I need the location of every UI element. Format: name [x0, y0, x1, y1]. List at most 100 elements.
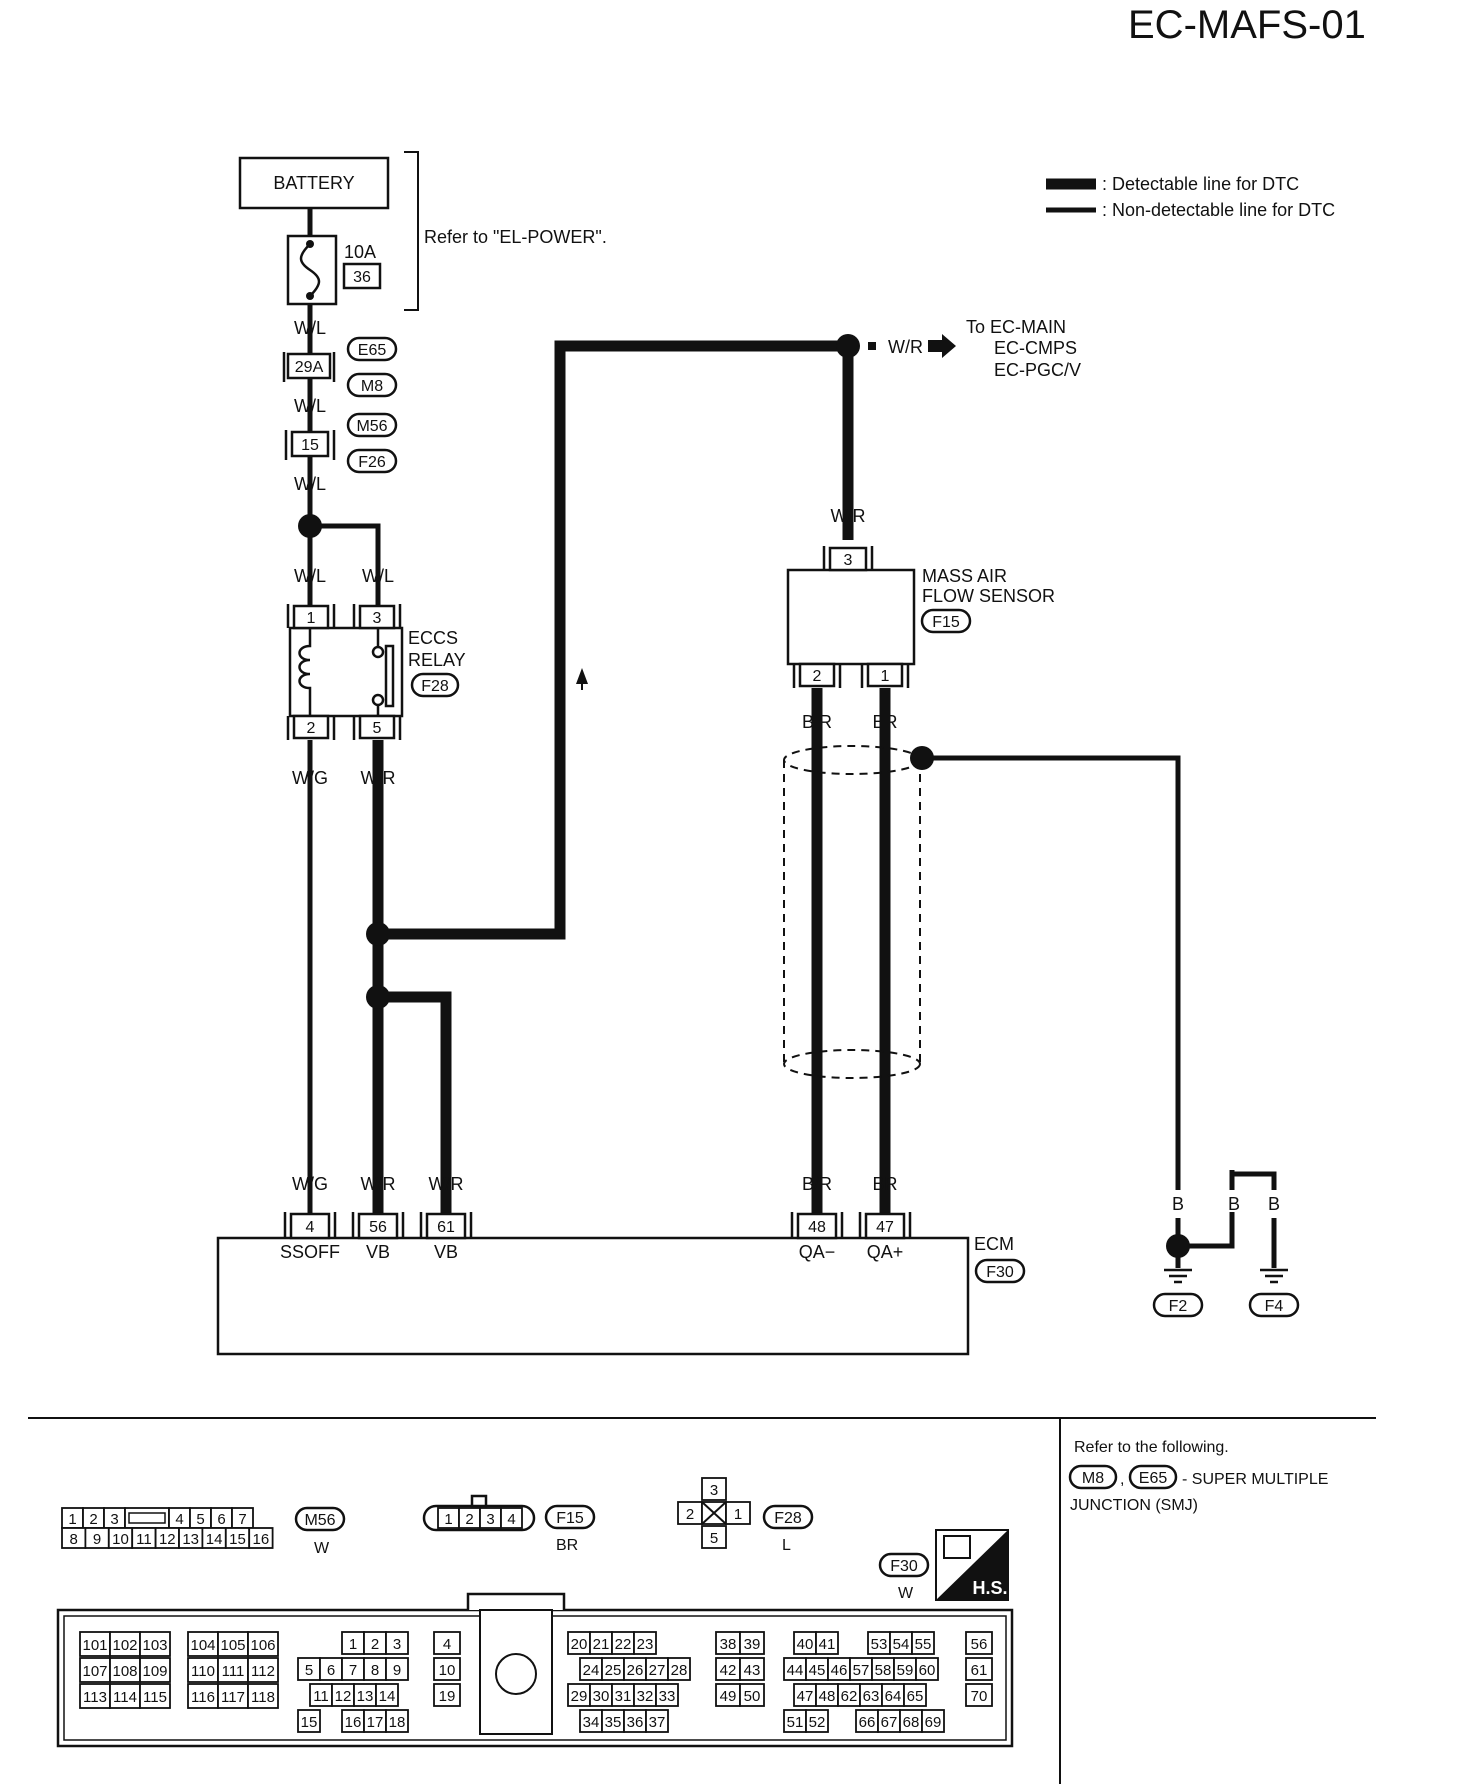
connector-pin: 38	[720, 1636, 737, 1653]
svg-text:F4: F4	[1265, 1298, 1284, 1315]
connector-pin: 39	[744, 1636, 761, 1653]
svg-text:M56: M56	[356, 418, 387, 435]
connector-pin: 54	[893, 1636, 910, 1653]
battery-box	[238, 156, 390, 210]
svg-text:QA−: QA−	[799, 1242, 836, 1262]
connector-pin: 37	[649, 1714, 666, 1731]
connector-pin: 1	[68, 1511, 76, 1528]
connector-pin: 2	[465, 1511, 473, 1528]
connector-pin: 47	[797, 1688, 814, 1705]
connector-pin: 2	[89, 1511, 97, 1528]
svg-text:48: 48	[808, 1219, 826, 1236]
ecm-label: ECM	[974, 1234, 1014, 1254]
connector-pin: 15	[229, 1531, 246, 1548]
conn-m56	[346, 412, 398, 438]
conn-f30	[974, 1258, 1026, 1284]
fuse-icon	[299, 243, 321, 297]
svg-text:F2: F2	[1169, 1298, 1188, 1315]
connector-pin: 12	[159, 1531, 176, 1548]
connector-pin: 3	[710, 1482, 718, 1499]
connector-pin: 4	[175, 1511, 183, 1528]
connector-pin: 9	[93, 1531, 101, 1548]
connector-pin: 105	[220, 1637, 245, 1654]
connector-pin: 45	[809, 1662, 826, 1679]
svg-text:- SUPER MULTIPLE: - SUPER MULTIPLE	[1182, 1471, 1328, 1488]
connector-pin: 104	[190, 1637, 215, 1654]
conn-e65	[346, 336, 398, 362]
svg-text:,: ,	[1120, 1471, 1124, 1488]
svg-text:F30: F30	[890, 1558, 918, 1575]
connector-pin: 114	[113, 1689, 137, 1706]
svg-text:W/R: W/R	[831, 506, 866, 526]
svg-text:4: 4	[306, 1219, 315, 1236]
svg-text:W/L: W/L	[294, 396, 326, 416]
svg-text:W/R: W/R	[361, 1174, 396, 1194]
connector-pin: 2	[686, 1506, 694, 1523]
relay-coil-icon	[298, 628, 312, 716]
connector-pin: 65	[907, 1688, 924, 1705]
connector-pin: 53	[871, 1636, 888, 1653]
svg-text:F28: F28	[421, 678, 449, 695]
connector-pin: 20	[571, 1636, 588, 1653]
connector-pin: 14	[206, 1531, 223, 1548]
connector-pin: 28	[671, 1662, 688, 1679]
connector-pin: 24	[583, 1662, 600, 1679]
maf-label-2: FLOW SENSOR	[922, 586, 1055, 606]
connector-pin: 115	[143, 1689, 167, 1706]
connector-pin: 68	[903, 1714, 920, 1731]
battery-label: BATTERY	[273, 173, 354, 193]
connector-pin: 27	[649, 1662, 666, 1679]
svg-text:56: 56	[369, 1219, 387, 1236]
connector-pin: 51	[787, 1714, 804, 1731]
connector-pin: 29	[571, 1688, 588, 1705]
svg-text:1: 1	[307, 610, 316, 627]
conn-f26	[346, 448, 398, 474]
svg-text:W/L: W/L	[294, 566, 326, 586]
connector-pin: 102	[112, 1637, 137, 1654]
connector-pin: 32	[637, 1688, 654, 1705]
svg-text:1: 1	[881, 668, 890, 685]
refer-following: Refer to the following.	[1074, 1439, 1229, 1456]
maf-sensor-box	[786, 568, 916, 666]
svg-text:L: L	[782, 1537, 791, 1554]
connector-pin: 61	[971, 1662, 988, 1679]
to-main-3: EC-PGC/V	[994, 360, 1081, 380]
ecm-box	[216, 1236, 970, 1356]
svg-text:W/L: W/L	[294, 318, 326, 338]
connector-pin: 33	[659, 1688, 676, 1705]
arrow-right-icon	[928, 334, 956, 358]
battery-refer: Refer to "EL-POWER".	[424, 227, 607, 247]
connector-pin: 44	[787, 1662, 804, 1679]
svg-text:B: B	[1268, 1194, 1280, 1214]
svg-text:3: 3	[373, 610, 382, 627]
fuse-rating: 10A	[344, 242, 376, 262]
svg-text:W/R: W/R	[429, 1174, 464, 1194]
connector-pin: 57	[853, 1662, 870, 1679]
connector-pin: 49	[720, 1688, 737, 1705]
connector-pin: 35	[605, 1714, 622, 1731]
connector-pin: 3	[110, 1511, 118, 1528]
maf-label-1: MASS AIR	[922, 566, 1007, 586]
connector-pin: 11	[136, 1531, 152, 1548]
connector-pin: 6	[217, 1511, 225, 1528]
ground-icon	[1260, 1268, 1288, 1284]
connector-pin: 60	[919, 1662, 936, 1679]
conn-f4	[1248, 1292, 1300, 1318]
svg-text:F30: F30	[986, 1264, 1014, 1281]
connector-pin: 41	[819, 1636, 836, 1653]
connector-pin: 103	[142, 1637, 167, 1654]
connector-pin: 42	[720, 1662, 737, 1679]
legend: : Detectable line for DTC : Non-detectab…	[1046, 174, 1335, 220]
connector-pin: 109	[142, 1663, 167, 1680]
svg-text:W/L: W/L	[294, 474, 326, 494]
svg-text:F26: F26	[358, 454, 386, 471]
svg-text:B: B	[1172, 1194, 1184, 1214]
connector-pin: 11	[313, 1688, 329, 1705]
connector-pin: 101	[82, 1637, 107, 1654]
ecm-pins: 4 56 61 48 47	[283, 1212, 912, 1240]
connector-pin: 23	[637, 1636, 654, 1653]
connector-pin: 106	[250, 1637, 275, 1654]
